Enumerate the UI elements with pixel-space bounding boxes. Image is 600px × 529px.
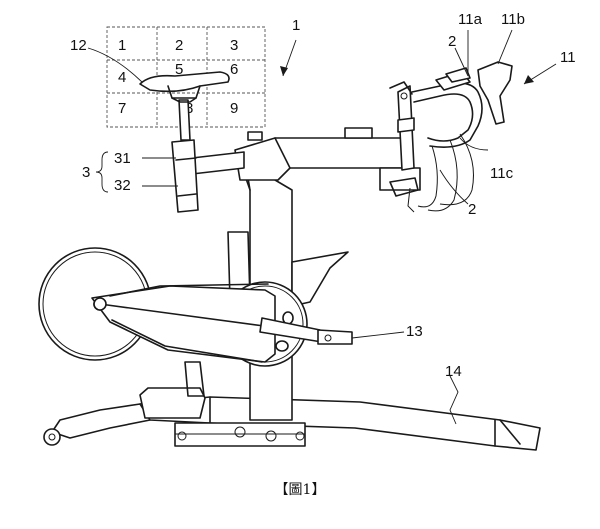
grid-cell-5: 5 xyxy=(175,61,183,78)
grid-cell-3: 3 xyxy=(230,37,238,54)
grid-cell-6: 6 xyxy=(230,61,238,78)
grid-cell-7: 7 xyxy=(118,100,126,117)
grid-cell-4: 4 xyxy=(118,69,126,86)
rear-bracket xyxy=(139,361,206,419)
label-handlebar-c: 11c xyxy=(490,165,514,182)
label-handlebar-a: 11a xyxy=(458,11,483,28)
label-sensor-bottom: 2 xyxy=(468,201,476,218)
reference-labels: 1 12 3 31 32 2 11a 11b 11 11c 2 13 14 xyxy=(70,11,576,380)
leader-lines xyxy=(87,29,557,425)
grid-cell-2: 2 xyxy=(175,37,183,54)
label-crank: 13 xyxy=(406,323,423,340)
grid-cell-9: 9 xyxy=(230,100,238,117)
front-bar xyxy=(379,167,421,213)
saddle xyxy=(139,71,230,103)
label-saddle-grid: 12 xyxy=(70,37,87,54)
label-seat-unit: 3 xyxy=(82,164,90,181)
label-sensor-top: 2 xyxy=(448,33,456,50)
label-seat-post: 31 xyxy=(114,150,131,167)
figure-caption: 【圖1】 xyxy=(275,482,326,498)
label-handlebar-b: 11b xyxy=(501,11,525,28)
crank-arm xyxy=(259,317,353,345)
seat-unit xyxy=(171,99,245,213)
handlebar xyxy=(389,61,513,212)
label-seat-mount: 32 xyxy=(114,177,131,194)
grid-cell-1: 1 xyxy=(118,37,126,54)
drive-belt xyxy=(91,283,276,363)
label-handlebar: 11 xyxy=(560,49,576,66)
label-frame-base: 14 xyxy=(445,363,462,380)
label-bike: 1 xyxy=(292,17,300,34)
base-frame xyxy=(43,396,541,451)
